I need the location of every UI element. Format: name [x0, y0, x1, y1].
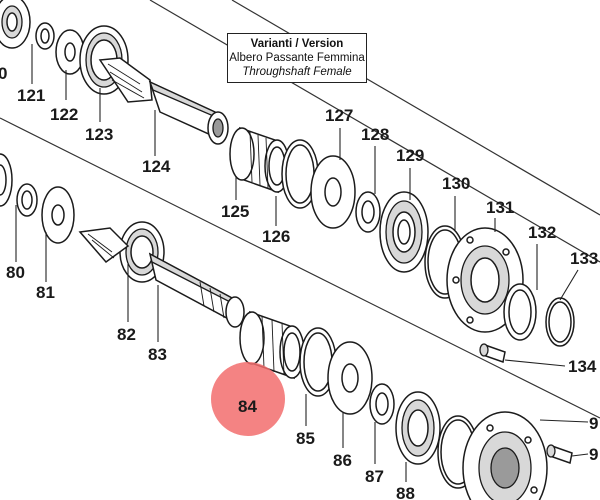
part-128-ring [355, 191, 381, 233]
callout-labels: 0 121 122 123 124 125 126 127 128 129 13… [0, 64, 598, 500]
part-83-splined-shaft [78, 227, 245, 328]
variant-note-box: Varianti / Version Albero Passante Femmi… [227, 33, 367, 83]
callout-label-9-upper[interactable]: 9 [589, 414, 598, 433]
callout-label-127[interactable]: 127 [325, 106, 353, 125]
callout-label-80[interactable]: 80 [6, 263, 25, 282]
part-lower-flange-hub [462, 411, 548, 500]
part-132-oring [503, 283, 537, 341]
callout-label-126[interactable]: 126 [262, 227, 290, 246]
callout-label-121[interactable]: 121 [17, 86, 45, 105]
part-80-ring [16, 183, 38, 217]
callout-label-128[interactable]: 128 [361, 125, 389, 144]
variant-line-italian: Albero Passante Femmina [229, 52, 365, 64]
callout-label-86[interactable]: 86 [333, 451, 352, 470]
part-partial-bearing-left [0, 153, 13, 207]
callout-label-0[interactable]: 0 [0, 64, 7, 83]
callout-label-129[interactable]: 129 [396, 146, 424, 165]
callout-label-85[interactable]: 85 [296, 429, 315, 448]
callout-label-84[interactable]: 84 [238, 397, 257, 416]
part-121-ring [35, 22, 55, 50]
variant-line-english: Throughshaft Female [242, 66, 352, 78]
lower-assembly [0, 153, 573, 500]
part-124-shaft [98, 57, 229, 145]
part-129-ball-bearing [379, 191, 429, 273]
part-125-needle-bearing [229, 126, 290, 194]
callout-label-82[interactable]: 82 [117, 325, 136, 344]
callout-label-125[interactable]: 125 [221, 202, 249, 221]
callout-label-88[interactable]: 88 [396, 484, 415, 500]
callout-label-124[interactable]: 124 [142, 157, 171, 176]
callout-label-131[interactable]: 131 [486, 198, 514, 217]
callout-label-134[interactable]: 134 [568, 357, 597, 376]
part-134-bolt [479, 343, 506, 363]
part-81-washer [41, 186, 75, 244]
part-87-ring [369, 383, 395, 425]
upper-assembly [0, 0, 575, 363]
part-127-washer [310, 155, 356, 229]
callout-label-9-lower[interactable]: 9 [589, 445, 598, 464]
callout-label-87[interactable]: 87 [365, 467, 384, 486]
part-131-flange-hub [446, 227, 524, 333]
part-88-ball-bearing [395, 391, 441, 465]
part-86-washer [327, 341, 373, 415]
highlight-circle[interactable] [211, 362, 285, 436]
callout-label-122[interactable]: 122 [50, 105, 78, 124]
leader-lines [15, 44, 589, 482]
callout-label-130[interactable]: 130 [442, 174, 470, 193]
part-122-washer [55, 29, 85, 75]
callout-label-133[interactable]: 133 [570, 249, 598, 268]
variant-title: Varianti / Version [250, 38, 344, 50]
part-lower-bolt [546, 444, 573, 464]
part-133-snap-ring [545, 297, 575, 347]
callout-label-132[interactable]: 132 [528, 223, 556, 242]
callout-label-81[interactable]: 81 [36, 283, 55, 302]
part-partial-bearing-top [0, 0, 31, 49]
part-84-needle-bearing [239, 310, 305, 380]
callout-label-83[interactable]: 83 [148, 345, 167, 364]
callout-label-123[interactable]: 123 [85, 125, 113, 144]
